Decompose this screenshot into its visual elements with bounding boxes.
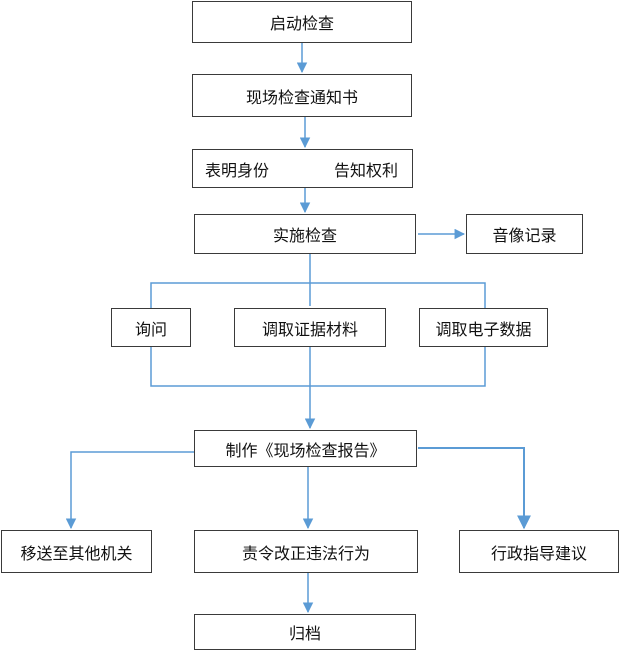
arrow-report-to-transfer [65, 451, 194, 530]
node-administrative-guidance: 行政指导建议 [459, 530, 619, 573]
node-archive: 归档 [194, 614, 416, 650]
node-identity-rights: 表明身份 告知权利 [192, 149, 413, 188]
arrow-report-to-guidance [418, 447, 531, 530]
node-collect-electronic-data: 调取电子数据 [419, 308, 548, 347]
node-inspection-notice: 现场检查通知书 [192, 74, 412, 117]
node-transfer-to-other-agency: 移送至其他机关 [1, 530, 152, 573]
bracket-top [150, 282, 486, 308]
node-collect-evidence: 调取证据材料 [234, 308, 386, 347]
node-order-correction: 责令改正违法行为 [194, 530, 418, 573]
node-start-inspection: 启动检查 [192, 1, 412, 43]
bracket-bottom [150, 347, 486, 387]
node-make-report: 制作《现场检查报告》 [194, 430, 417, 467]
node-inform-rights-label: 告知权利 [333, 160, 398, 180]
node-show-identity-label: 表明身份 [205, 160, 270, 180]
node-conduct-inspection: 实施检查 [194, 214, 416, 254]
node-inquiry: 询问 [111, 308, 191, 347]
node-audio-video-record: 音像记录 [466, 214, 583, 254]
